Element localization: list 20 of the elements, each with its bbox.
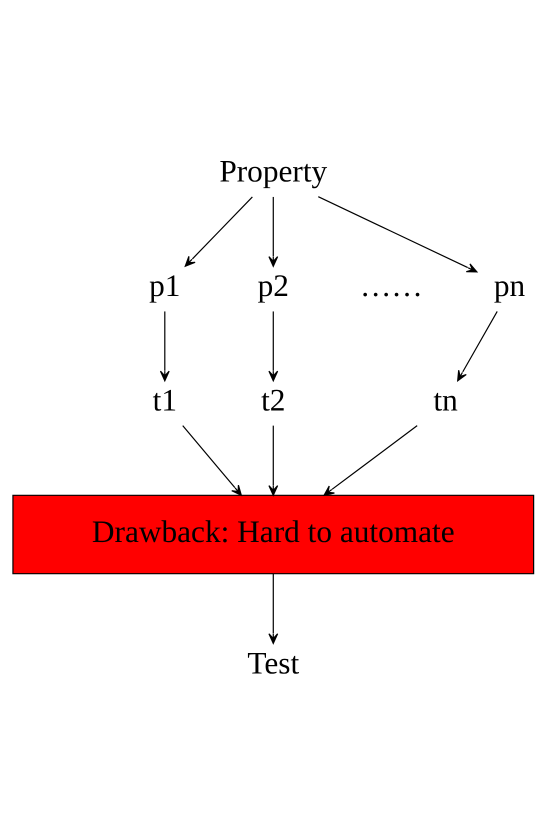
arrow	[268, 573, 278, 644]
node-text: p2	[258, 268, 289, 303]
node-text: Property	[219, 153, 328, 188]
node-text: Test	[247, 644, 300, 680]
node-text: p1	[149, 268, 180, 303]
arrow	[268, 310, 278, 381]
node-box: Drawback: Hard to automate	[12, 494, 534, 574]
arrow	[268, 196, 278, 266]
arrow	[268, 425, 278, 496]
arrow	[324, 424, 418, 496]
arrow	[182, 424, 242, 496]
arrow	[457, 310, 498, 381]
node-text: t1	[152, 382, 177, 418]
node-text: pn	[494, 268, 526, 303]
node-text: t2	[261, 382, 286, 418]
arrow	[318, 196, 478, 272]
arrow	[160, 310, 170, 381]
node-text: tn	[433, 382, 458, 418]
label: ……	[360, 268, 423, 303]
arrow	[184, 196, 253, 266]
